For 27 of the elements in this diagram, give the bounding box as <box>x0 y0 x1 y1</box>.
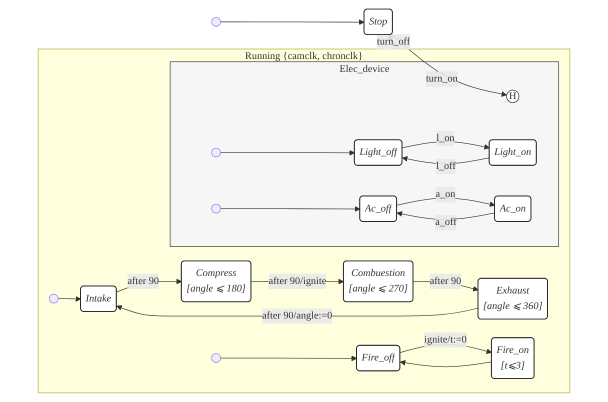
arrow <box>400 360 492 368</box>
edge-label: after 90 <box>430 276 462 286</box>
arrow <box>220 19 365 25</box>
node-circle <box>48 294 59 304</box>
edge-label: l_off <box>436 160 456 172</box>
edge-label: turn_on <box>426 73 458 84</box>
arrow <box>220 356 358 362</box>
edge-label: after 90 <box>127 276 159 286</box>
edge-label: l_on <box>436 132 455 144</box>
node-circle <box>211 204 221 214</box>
arrow <box>402 156 490 164</box>
edge-label: ignite/t:=0 <box>424 334 467 345</box>
arrow <box>58 296 82 302</box>
node-circle <box>211 17 221 27</box>
node-circle <box>211 148 221 158</box>
edge-label: turn_off <box>376 36 410 48</box>
node-circle <box>211 353 221 363</box>
arrow <box>396 211 496 220</box>
arrow <box>402 141 490 150</box>
arrow <box>396 198 496 207</box>
edge-label: a_off <box>435 216 457 228</box>
node-circle: H <box>506 90 520 103</box>
edge-label: a_on <box>436 188 456 200</box>
arrow <box>220 206 360 212</box>
arrow <box>220 150 355 156</box>
edge-label: after 90/ignite <box>268 276 326 286</box>
edge-label: after 90/angle:=0 <box>262 310 332 322</box>
